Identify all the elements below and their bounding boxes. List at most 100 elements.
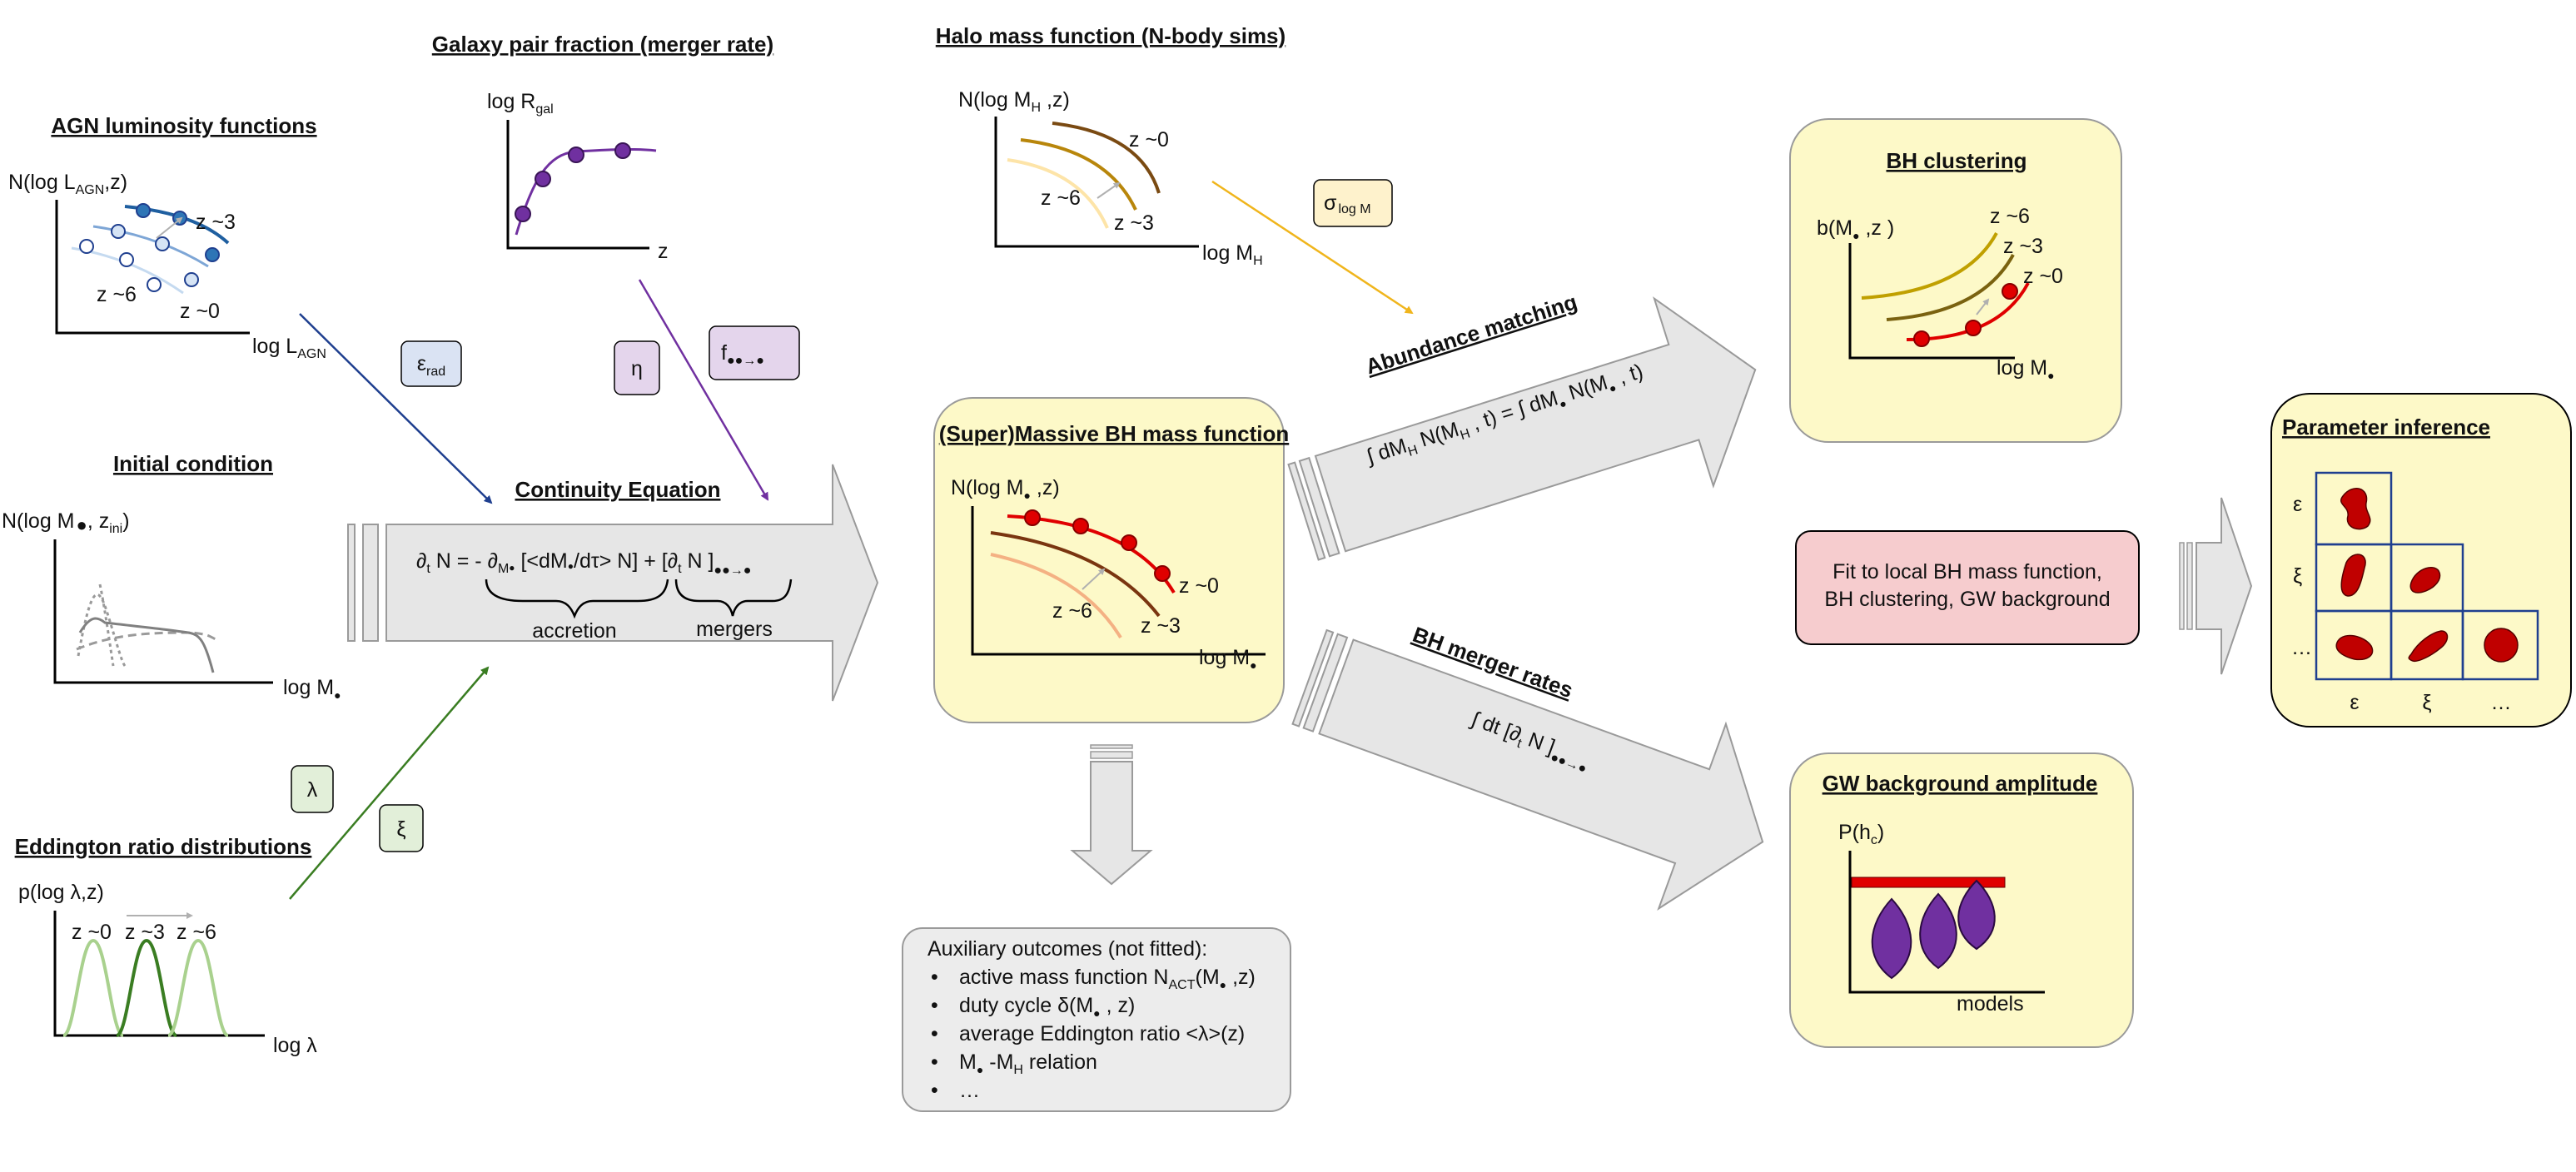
accretion-label: accretion bbox=[532, 619, 616, 643]
param-eps-rad: εrad bbox=[400, 340, 462, 387]
aux-item-duty-cycle: duty cycle δ(M● , z) bbox=[959, 994, 1135, 1020]
inference-arrow bbox=[2179, 497, 2253, 675]
svg-text:•: • bbox=[931, 1022, 938, 1045]
param-eta: η bbox=[614, 340, 660, 395]
clustering-ylabel: b(M● ,z ) bbox=[1817, 216, 1894, 242]
aux-title: Auxiliary outcomes (not fitted): bbox=[927, 937, 1207, 961]
continuity-title: Continuity Equation bbox=[515, 477, 721, 502]
fit-line-1: Fit to local BH mass function, bbox=[1833, 560, 2102, 584]
agn-connector bbox=[299, 313, 493, 504]
gw-ylabel: P(hc) bbox=[1838, 821, 1884, 847]
halo-z3: z ~3 bbox=[1114, 211, 1154, 235]
bhmf-ylabel: N(log M● ,z) bbox=[951, 476, 1060, 502]
aux-item-more: … bbox=[959, 1079, 980, 1102]
inference-col-xi: ξ bbox=[2422, 691, 2431, 714]
mergers-label: mergers bbox=[696, 618, 773, 641]
inference-row-more: … bbox=[2291, 636, 2312, 659]
halo-ylabel: N(log MH ,z) bbox=[958, 88, 1070, 115]
edd-panel: Eddington ratio distributions p(log λ,z)… bbox=[15, 834, 318, 1057]
svg-text:•: • bbox=[931, 1050, 938, 1074]
abundance-arrow bbox=[1287, 296, 1757, 561]
halo-z0: z ~0 bbox=[1129, 128, 1169, 151]
inference-title: Parameter inference bbox=[2282, 415, 2490, 440]
edd-connector bbox=[289, 666, 490, 900]
aux-box bbox=[902, 927, 1291, 1112]
clustering-xlabel: log M● bbox=[1997, 356, 2055, 382]
edd-z0: z ~0 bbox=[72, 921, 112, 944]
init-panel: Initial condition N(log M●, zini) log M● bbox=[2, 451, 341, 702]
svg-text:f●●→●: f●●→● bbox=[721, 341, 764, 368]
agn-z0: z ~0 bbox=[180, 300, 220, 323]
pair-panel: Galaxy pair fraction (merger rate) log R… bbox=[432, 32, 773, 263]
clustering-title: BH clustering bbox=[1886, 148, 2026, 173]
aux-item-active-mass-function: active mass function NACT(M● ,z) bbox=[959, 966, 1256, 992]
halo-title: Halo mass function (N-body sims) bbox=[936, 23, 1286, 48]
pair-ylabel: log Rgal bbox=[487, 90, 554, 117]
fit-line-2: BH clustering, GW background bbox=[1824, 588, 2110, 611]
param-xi: ξ bbox=[379, 804, 424, 852]
inference-content: Parameter inference ε ξ … ε ξ … bbox=[2282, 415, 2539, 714]
init-title: Initial condition bbox=[113, 451, 273, 476]
aux-content: Auxiliary outcomes (not fitted): • activ… bbox=[927, 937, 1256, 1102]
clustering-z0: z ~0 bbox=[2023, 265, 2063, 288]
edd-z6: z ~6 bbox=[177, 921, 216, 944]
inference-col-more: … bbox=[2491, 691, 2512, 714]
svg-text:•: • bbox=[931, 994, 938, 1017]
param-lambda: λ bbox=[291, 765, 334, 813]
halo-z6: z ~6 bbox=[1041, 186, 1081, 210]
pair-title: Galaxy pair fraction (merger rate) bbox=[432, 32, 773, 57]
halo-xlabel: log MH bbox=[1202, 241, 1263, 268]
svg-text:λ: λ bbox=[307, 778, 318, 802]
edd-title: Eddington ratio distributions bbox=[15, 834, 312, 859]
svg-text:•: • bbox=[931, 1079, 938, 1102]
bhmf-content: (Super)Massive BH mass function N(log M●… bbox=[939, 421, 1289, 672]
halo-connector bbox=[1211, 180, 1414, 315]
agn-title: AGN luminosity functions bbox=[51, 113, 316, 138]
continuity-equation: Continuity Equation ∂t N = - ∂M● [<dM●/d… bbox=[416, 477, 793, 643]
merger-rates-arrow bbox=[1291, 628, 1764, 911]
agn-z3: z ~3 bbox=[196, 211, 236, 234]
clustering-z6: z ~6 bbox=[1990, 205, 2030, 228]
inference-row-xi: ξ bbox=[2293, 564, 2302, 588]
edd-z3: z ~3 bbox=[125, 921, 165, 944]
edd-xlabel: log λ bbox=[273, 1034, 317, 1057]
gw-xlabel: models bbox=[1957, 992, 2024, 1016]
gw-title: GW background amplitude bbox=[1823, 771, 2098, 796]
bhmf-z0: z ~0 bbox=[1179, 574, 1219, 598]
continuity-formula: ∂t N = - ∂M● [<dM●/dτ> N] + [∂t N ]●●→● bbox=[416, 549, 751, 578]
pair-connector bbox=[638, 279, 769, 501]
bhmf-z3: z ~3 bbox=[1141, 614, 1181, 638]
fit-box bbox=[1795, 530, 2140, 645]
bhmf-panel bbox=[933, 397, 1285, 723]
agn-z6: z ~6 bbox=[97, 283, 137, 306]
svg-text:ξ: ξ bbox=[396, 817, 405, 841]
init-ylabel: N(log M●, zini) bbox=[2, 509, 130, 536]
inference-col-eps: ε bbox=[2350, 691, 2359, 714]
continuity-arrow bbox=[347, 464, 879, 702]
edd-ylabel: p(log λ,z) bbox=[18, 881, 104, 904]
pair-xlabel: z bbox=[658, 240, 669, 263]
aux-item-eddington: average Eddington ratio <λ>(z) bbox=[959, 1022, 1245, 1045]
inference-row-eps: ε bbox=[2293, 493, 2302, 516]
agn-ylabel: N(log LAGN,z) bbox=[8, 171, 127, 197]
bhmf-z6: z ~6 bbox=[1052, 599, 1092, 623]
init-xlabel: log M● bbox=[283, 676, 341, 702]
agn-xlabel: log LAGN bbox=[252, 335, 326, 361]
aux-item-relation: M● -MH relation bbox=[959, 1050, 1097, 1077]
svg-text:η: η bbox=[631, 357, 643, 380]
aux-down-arrow bbox=[1070, 744, 1153, 886]
agn-panel: AGN luminosity functions N(log LAGN,z) l… bbox=[8, 113, 326, 361]
param-f-merge: f●●→● bbox=[709, 325, 800, 380]
clustering-content: BH clustering b(M● ,z ) log M● z ~6 z ~3… bbox=[1817, 148, 2063, 382]
bhmf-title: (Super)Massive BH mass function bbox=[939, 421, 1289, 446]
svg-text:•: • bbox=[931, 966, 938, 989]
bhmf-xlabel: log M● bbox=[1199, 646, 1257, 672]
svg-text:εrad: εrad bbox=[417, 352, 445, 379]
clustering-panel bbox=[1789, 118, 2122, 443]
halo-panel: Halo mass function (N-body sims) N(log M… bbox=[936, 23, 1286, 268]
gw-content: GW background amplitude P(hc) models bbox=[1823, 771, 2098, 1016]
clustering-z3: z ~3 bbox=[2003, 235, 2043, 258]
